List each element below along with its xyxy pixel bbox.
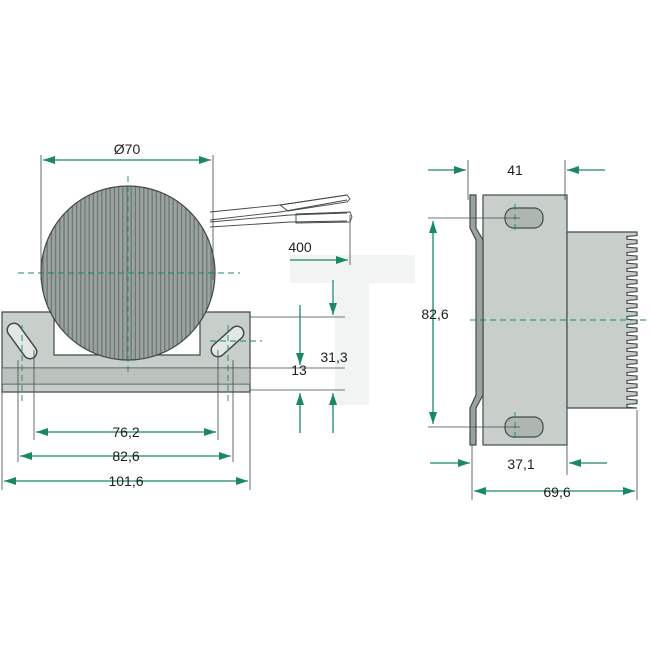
width-82-label: 82,6 [112, 448, 139, 464]
diameter-label: Ø70 [114, 141, 141, 157]
depth-41-label: 41 [507, 162, 523, 178]
width-76-label: 76,2 [112, 424, 139, 440]
cable-length-label: 400 [288, 239, 312, 255]
front-view: Ø70 400 76,2 82,6 101,6 13 31,3 [1, 141, 353, 490]
watermark [290, 255, 415, 405]
depth-69-label: 69,6 [543, 484, 570, 500]
side-bracket [469, 194, 484, 446]
width-101-label: 101,6 [108, 473, 143, 489]
right-slot [210, 325, 245, 358]
depth-37-label: 37,1 [507, 456, 534, 472]
foot-thickness-label: 13 [291, 362, 307, 378]
height-82-label: 82,6 [421, 306, 448, 322]
side-view: 41 82,6 37,1 69,6 [421, 160, 650, 500]
cables [209, 194, 353, 228]
foot-height-label: 31,3 [320, 349, 347, 365]
